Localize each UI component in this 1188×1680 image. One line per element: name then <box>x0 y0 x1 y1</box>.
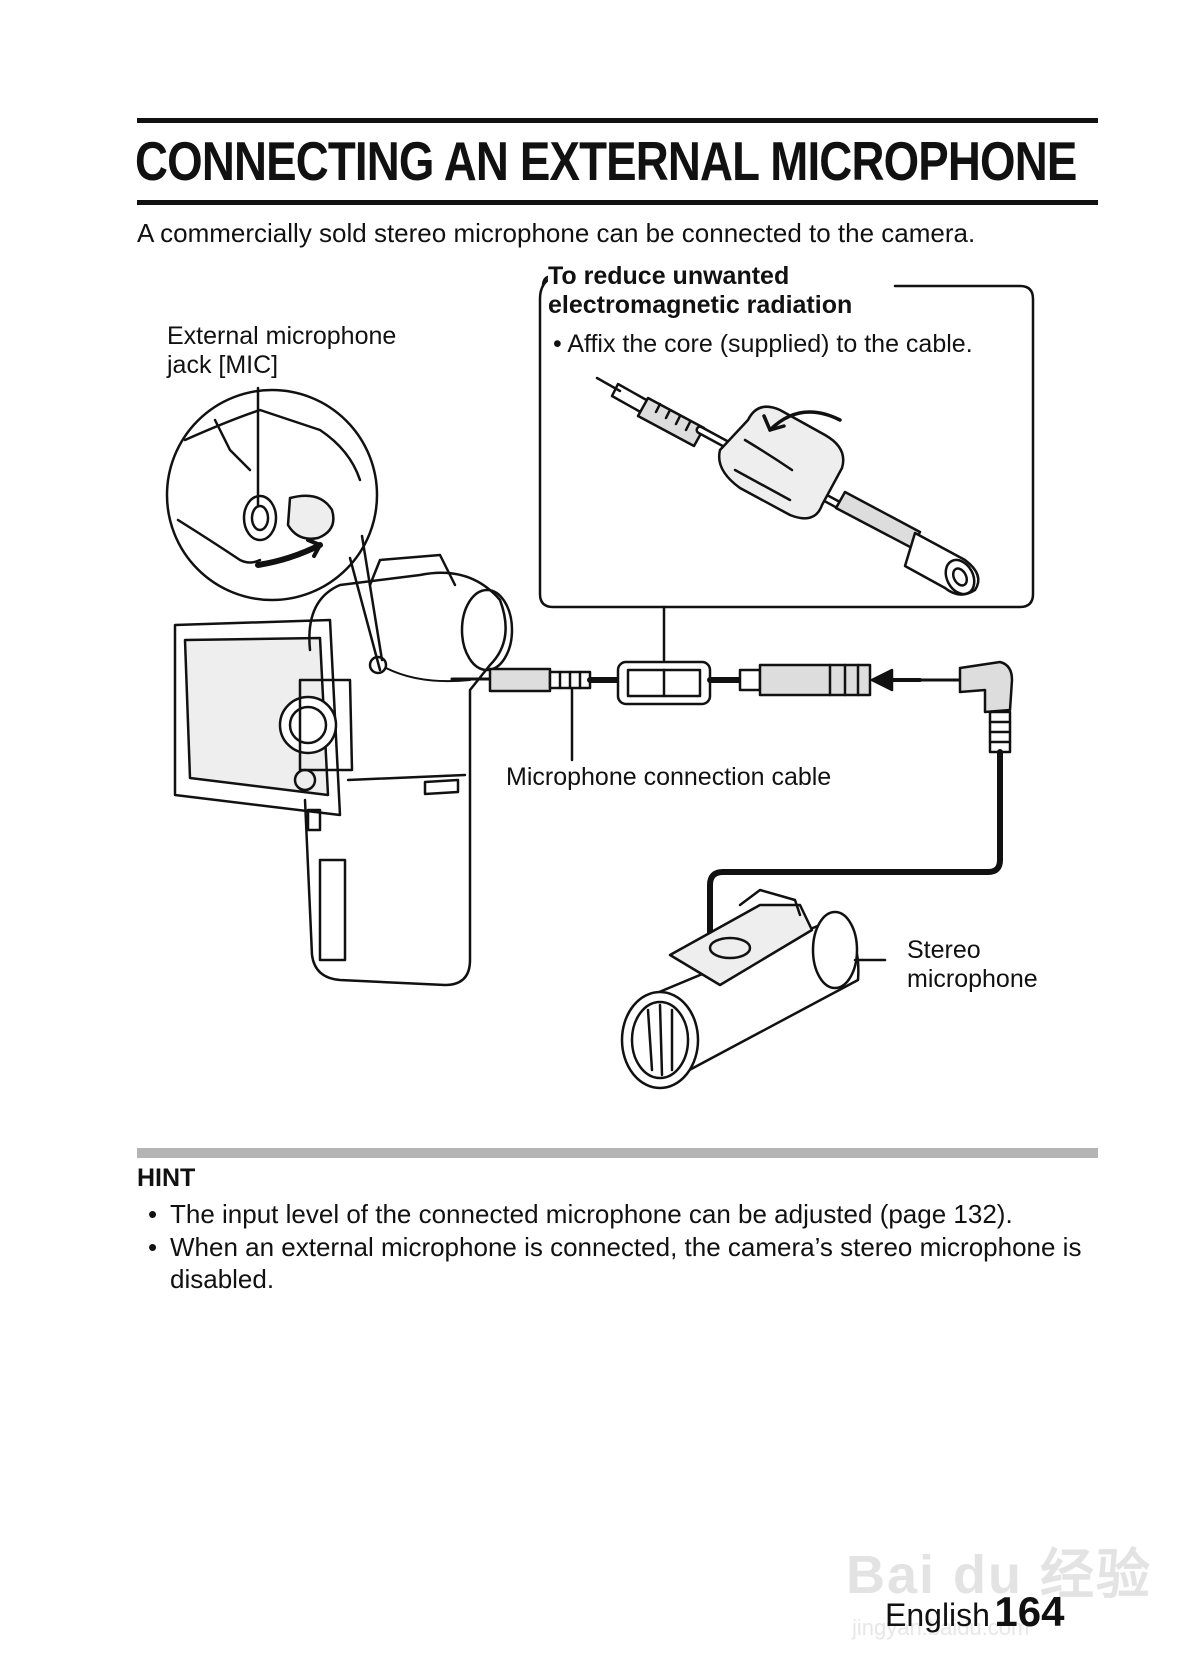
hint-heading: HINT <box>137 1164 196 1192</box>
jack-closeup-circle <box>165 388 379 602</box>
stereo-microphone-drawing <box>620 888 860 1090</box>
cable-plug-left <box>450 667 592 693</box>
watermark-url: jingyan.baidu.com <box>852 1615 1030 1640</box>
cable-socket-right <box>738 663 872 697</box>
microphone-cable <box>707 749 1003 948</box>
page-footer: English 164 <box>885 1588 1064 1636</box>
camera-body-drawing <box>173 553 514 987</box>
page-number: 164 <box>994 1588 1065 1635</box>
label-cable: Microphone connection cable <box>506 763 832 791</box>
footer-language: English <box>885 1597 990 1633</box>
microphone-plug <box>920 660 1014 754</box>
ferrite-core-drawing <box>595 376 980 596</box>
page-title: CONNECTING AN EXTERNAL MICROPHONE <box>135 130 1077 192</box>
core-box-bullet: • Affix the core (supplied) to the cable… <box>553 330 973 358</box>
label-mic-jack: External microphone jack [MIC] <box>167 322 397 379</box>
intro-text: A commercially sold stereo microphone ca… <box>137 218 976 248</box>
core-box-title: To reduce unwanted electromagnetic radia… <box>548 262 859 320</box>
hint-divider <box>137 1148 1098 1158</box>
baidu-watermark: Bai du 经验 <box>846 1545 1153 1605</box>
jack-closeup-detail <box>176 408 362 568</box>
hint-item: • The input level of the connected micro… <box>148 1199 1013 1229</box>
title-rule-top <box>137 118 1098 123</box>
connection-illustration <box>165 274 1035 1090</box>
hint-item: • When an external microphone is connect… <box>148 1232 1082 1294</box>
label-stereo-mic: Stereo microphone <box>907 936 1038 993</box>
title-rule-bottom <box>137 200 1098 205</box>
